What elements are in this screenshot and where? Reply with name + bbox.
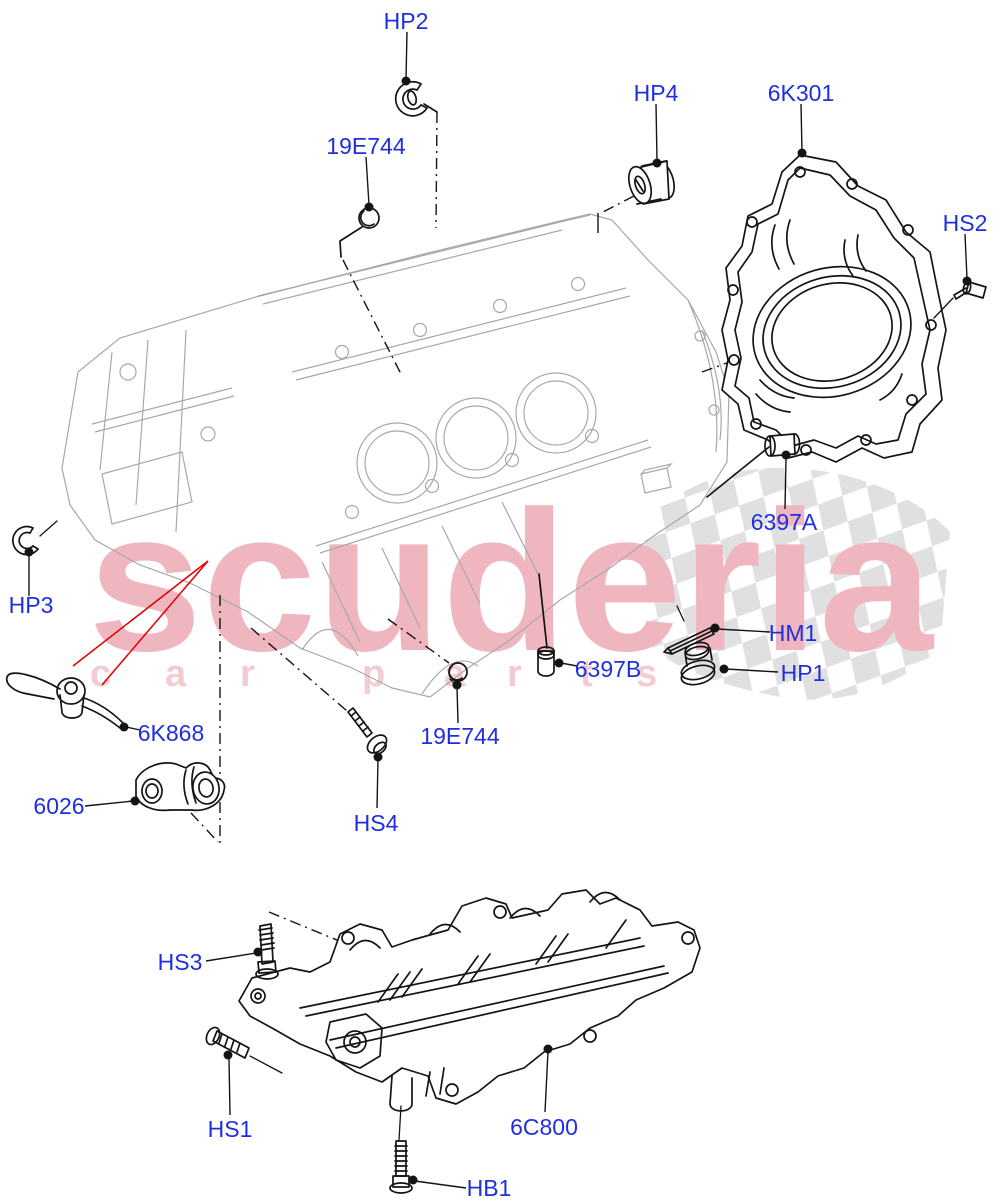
part-label-HB1[interactable]: HB1 bbox=[467, 1175, 512, 1200]
watermark-letter: t bbox=[580, 653, 593, 695]
part-hp3-cup-plug bbox=[12, 520, 58, 556]
part-6026-sensor bbox=[135, 762, 226, 812]
part-label-6K868[interactable]: 6K868 bbox=[138, 720, 205, 746]
watermark-letter: r bbox=[507, 653, 522, 695]
part-label-HS3[interactable]: HS3 bbox=[158, 949, 203, 975]
part-hs3-bolt bbox=[255, 923, 279, 980]
engine-block-drawing bbox=[61, 213, 730, 698]
part-label-HP4[interactable]: HP4 bbox=[634, 80, 679, 106]
watermark-letter: r bbox=[240, 653, 255, 695]
part-label-19E744-bottom[interactable]: 19E744 bbox=[420, 723, 500, 749]
part-label-HM1[interactable]: HM1 bbox=[769, 620, 818, 646]
part-label-6K301[interactable]: 6K301 bbox=[768, 80, 835, 106]
part-6c800-windage-tray bbox=[238, 889, 701, 1112]
red-callout-lines bbox=[72, 560, 209, 686]
part-19e744-top-bushing bbox=[339, 207, 380, 258]
part-label-6397B[interactable]: 6397B bbox=[575, 656, 642, 682]
part-label-HS1[interactable]: HS1 bbox=[208, 1116, 253, 1142]
part-hs1-bolt bbox=[205, 1026, 283, 1074]
part-label-6C800[interactable]: 6C800 bbox=[510, 1114, 578, 1140]
part-6397b-plug bbox=[537, 573, 555, 677]
part-hp4-bushing bbox=[627, 160, 676, 205]
part-hp2-cup-plug bbox=[394, 81, 438, 117]
watermark-brand-text: scuderia bbox=[88, 470, 935, 693]
leader-dots bbox=[24, 76, 972, 1185]
part-label-HP2[interactable]: HP2 bbox=[384, 8, 429, 34]
part-label-HP3[interactable]: HP3 bbox=[9, 592, 54, 618]
part-hp1-cup-plug bbox=[680, 641, 716, 686]
checkered-flag-watermark bbox=[645, 467, 950, 700]
watermark-letter: p bbox=[362, 653, 385, 695]
part-6397a-plug bbox=[706, 433, 801, 498]
part-label-HP1[interactable]: HP1 bbox=[781, 660, 826, 686]
watermark-letter: a bbox=[165, 653, 187, 695]
part-6k868-tube bbox=[5, 672, 124, 729]
small-parts bbox=[5, 81, 987, 1194]
part-hb1-bolt bbox=[389, 1105, 413, 1194]
part-hm1-dowel-pin bbox=[663, 605, 715, 655]
part-6k301-rear-cover bbox=[721, 154, 947, 463]
watermark-letter: c bbox=[90, 653, 111, 695]
part-label-19E744-top[interactable]: 19E744 bbox=[326, 133, 406, 159]
part-hs4-bolt bbox=[347, 707, 388, 755]
part-label-HS4[interactable]: HS4 bbox=[354, 810, 399, 836]
leader-lines bbox=[24, 31, 972, 1189]
part-label-6397A[interactable]: 6397A bbox=[751, 509, 818, 535]
part-label-6026[interactable]: 6026 bbox=[33, 793, 84, 819]
watermark-letter: s bbox=[636, 653, 657, 695]
part-label-HS2[interactable]: HS2 bbox=[943, 210, 988, 236]
